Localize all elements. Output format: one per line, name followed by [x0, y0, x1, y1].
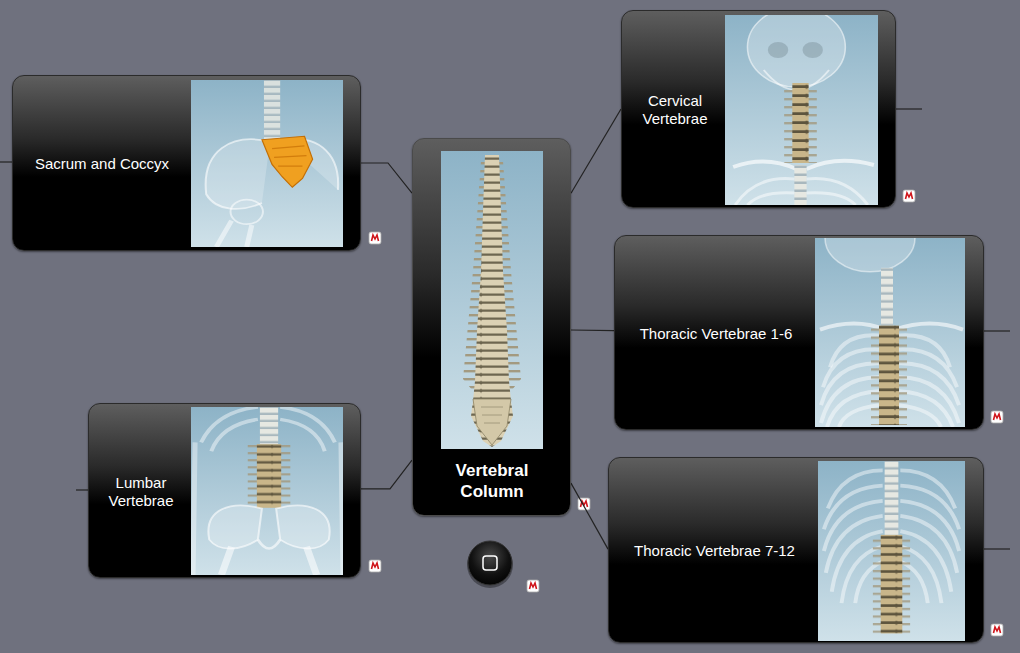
lumbar-illustration [191, 407, 343, 575]
text-area: Lumbar Vertebrae [95, 404, 187, 579]
topic-box: Cervical Vertebrae [621, 10, 896, 208]
central-topic-box: Vertebral Column [412, 138, 571, 516]
topic-box: Thoracic Vertebrae 1-6 [614, 235, 984, 430]
topic-label: Thoracic Vertebrae 7-12 [634, 542, 795, 560]
branch-connector [361, 460, 412, 489]
branch-connector [571, 329, 614, 331]
central-topic-label: Vertebral Column [437, 460, 547, 502]
lower-thoracic-illustration [818, 461, 965, 641]
spine-illustration [441, 151, 543, 449]
topic-box: Lumbar Vertebrae [88, 403, 361, 578]
topic-box: Sacrum and Coccyx [12, 75, 361, 251]
text-area: Sacrum and Coccyx [19, 76, 185, 252]
text-area: Thoracic Vertebrae 7-12 [617, 458, 812, 644]
topic-label: Cervical Vertebrae [628, 92, 722, 128]
branch-connector [571, 109, 621, 193]
topic-box: Thoracic Vertebrae 7-12 [608, 457, 984, 643]
topic-label: Sacrum and Coccyx [35, 155, 169, 173]
text-area: Vertebral Column [437, 455, 547, 507]
home-button [467, 541, 513, 588]
sacrum-illustration [191, 80, 343, 247]
cervical-illustration [725, 15, 878, 205]
upper-thoracic-illustration [815, 238, 965, 427]
topic-label: Lumbar Vertebrae [95, 474, 187, 510]
branch-connector [361, 163, 412, 193]
topic-label: Thoracic Vertebrae 1-6 [640, 325, 793, 343]
text-area: Thoracic Vertebrae 1-6 [623, 236, 809, 431]
text-area: Cervical Vertebrae [628, 11, 722, 209]
branch-connector [571, 483, 608, 549]
